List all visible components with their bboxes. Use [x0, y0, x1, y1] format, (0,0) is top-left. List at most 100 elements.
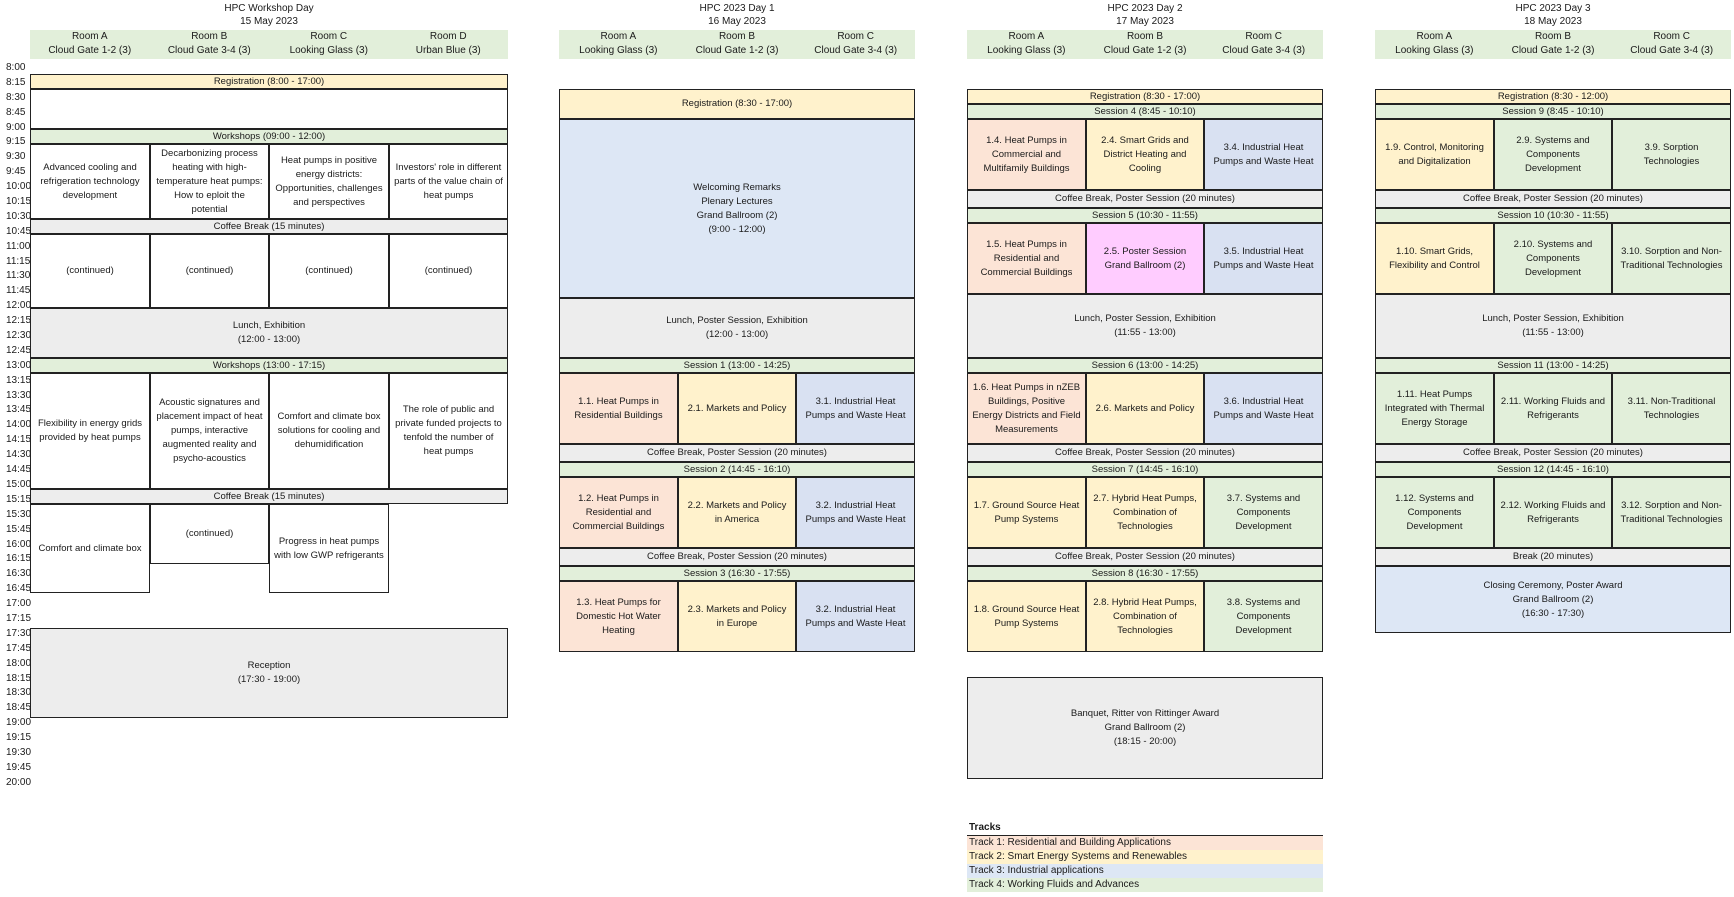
- time-label: 12:45: [6, 344, 32, 356]
- workshops-pm-header: Workshops (13:00 - 17:15): [30, 358, 508, 373]
- workshop-continued: (continued): [30, 234, 150, 308]
- day-header-day3: HPC 2023 Day 3 18 May 2023: [1375, 2, 1731, 28]
- session-3-9: 3.9. Sorption Technologies: [1612, 119, 1731, 190]
- workshop-a2: Flexibility in energy grids provided by …: [30, 373, 150, 489]
- time-label: 15:00: [6, 478, 32, 490]
- banquet-block: Banquet, Ritter von Rittinger Award Gran…: [967, 677, 1323, 779]
- session-1-4: 1.4. Heat Pumps in Commercial and Multif…: [967, 119, 1086, 190]
- session-1-8: 1.8. Ground Source Heat Pump Systems: [967, 581, 1086, 652]
- session-3-8: 3.8. Systems and Components Development: [1204, 581, 1323, 652]
- coffee-break: Coffee Break, Poster Session (20 minutes…: [967, 548, 1323, 566]
- time-label: 13:00: [6, 359, 32, 371]
- session-header: Session 6 (13:00 - 14:25): [967, 358, 1323, 373]
- workshop-continued: (continued): [269, 234, 389, 308]
- time-label: 17:30: [6, 627, 32, 639]
- room-place: Looking Glass (3): [579, 45, 658, 56]
- session-header: Session 1 (13:00 - 14:25): [559, 358, 915, 373]
- room-name: Room B: [191, 31, 228, 42]
- lunch-block: Lunch, Exhibition (12:00 - 13:00): [30, 308, 508, 358]
- workshop-continued: (continued): [389, 234, 508, 308]
- session-header: Session 4 (8:45 - 10:10): [967, 104, 1323, 119]
- session-2-12: 2.12. Working Fluids and Refrigerants: [1494, 477, 1612, 548]
- closing-ceremony-block: Closing Ceremony, Poster Award Grand Bal…: [1375, 566, 1731, 633]
- room-place: Cloud Gate 3-4 (3): [1630, 45, 1714, 56]
- session-header: Session 12 (14:45 - 16:10): [1375, 462, 1731, 477]
- day-header-workshop: HPC Workshop Day 15 May 2023: [30, 2, 508, 28]
- room-name: Room C: [310, 31, 348, 42]
- room-place: Cloud Gate 1-2 (3): [695, 45, 779, 56]
- reception-block: Reception (17:30 - 19:00): [30, 628, 508, 718]
- session-header: Session 8 (16:30 - 17:55): [967, 566, 1323, 581]
- workshop-c1: Heat pumps in positive energy districts:…: [269, 144, 389, 219]
- day-header-day2: HPC 2023 Day 2 17 May 2023: [967, 2, 1323, 28]
- room-name: Room A: [1008, 31, 1045, 42]
- time-label: 13:45: [6, 404, 32, 416]
- coffee-break: Coffee Break, Poster Session (20 minutes…: [559, 444, 915, 462]
- track-2: Track 2: Smart Energy Systems and Renewa…: [967, 850, 1323, 864]
- session-1-1: 1.1. Heat Pumps in Residential Buildings: [559, 373, 678, 444]
- time-label: 17:15: [6, 612, 32, 624]
- session-header: Session 11 (13:00 - 14:25): [1375, 358, 1731, 373]
- session-2-1: 2.1. Markets and Policy: [678, 373, 796, 444]
- room-header: Room A Looking Glass (3): [559, 30, 678, 59]
- time-label: 14:15: [6, 434, 32, 446]
- room-place: Urban Blue (3): [415, 45, 481, 56]
- time-label: 10:30: [6, 210, 32, 222]
- room-name: Room C: [1245, 31, 1283, 42]
- track-1: Track 1: Residential and Building Applic…: [967, 836, 1323, 850]
- room-header: Room C Looking Glass (3): [269, 30, 389, 59]
- time-label: 15:30: [6, 508, 32, 520]
- room-header: Room B Cloud Gate 1-2 (3): [1086, 30, 1205, 59]
- coffee-break: Coffee Break, Poster Session (20 minutes…: [967, 444, 1323, 462]
- time-label: 10:45: [6, 225, 32, 237]
- session-3-3: 3.2. Industrial Heat Pumps and Waste Hea…: [796, 581, 915, 652]
- room-place: Cloud Gate 1-2 (3): [1103, 45, 1187, 56]
- session-3-4: 3.4. Industrial Heat Pumps and Waste Hea…: [1204, 119, 1323, 190]
- track-3: Track 3: Industrial applications: [967, 864, 1323, 878]
- time-label: 16:15: [6, 553, 32, 565]
- workshop-c3: Progress in heat pumps with low GWP refr…: [269, 504, 389, 593]
- room-place: Looking Glass (3): [289, 45, 368, 56]
- room-name: Room B: [1126, 31, 1164, 42]
- registration-block: Registration (8:30 - 12:00): [1375, 89, 1731, 104]
- lunch-block: Lunch, Poster Session, Exhibition (12:00…: [559, 298, 915, 358]
- time-label: 8:30: [6, 91, 26, 103]
- coffee-break: Coffee Break, Poster Session (20 minutes…: [559, 548, 915, 566]
- session-header: Session 7 (14:45 - 16:10): [967, 462, 1323, 477]
- time-label: 12:00: [6, 300, 32, 312]
- time-label: 9:00: [6, 121, 26, 133]
- time-label: 9:30: [6, 151, 26, 163]
- workshop-d1: Investors' role in different parts of th…: [389, 144, 508, 219]
- session-1-7: 1.7. Ground Source Heat Pump Systems: [967, 477, 1086, 548]
- session-3-1: 3.1. Industrial Heat Pumps and Waste Hea…: [796, 373, 915, 444]
- time-label: 11:15: [6, 255, 31, 267]
- room-name: Room A: [1416, 31, 1453, 42]
- workshop-a3: Comfort and climate box: [30, 504, 150, 593]
- day-title: HPC 2023 Day 1: [699, 3, 775, 14]
- time-label: 20:00: [6, 776, 32, 788]
- session-1-3: 1.3. Heat Pumps for Domestic Hot Water H…: [559, 581, 678, 652]
- room-place: Looking Glass (3): [1395, 45, 1474, 56]
- lunch-block: Lunch, Poster Session, Exhibition (11:55…: [1375, 294, 1731, 358]
- coffee-break: Coffee Break, Poster Session (20 minutes…: [1375, 444, 1731, 462]
- workshop-d2: The role of public and private funded pr…: [389, 373, 508, 489]
- time-label: 19:00: [6, 717, 32, 729]
- track-4: Track 4: Working Fluids and Advances: [967, 878, 1323, 892]
- time-label: 18:45: [6, 702, 32, 714]
- time-label: 8:45: [6, 106, 26, 118]
- room-name: Room B: [1534, 31, 1572, 42]
- workshop-continued: (continued): [150, 234, 269, 308]
- room-name: Room C: [837, 31, 875, 42]
- registration-block: Registration (8:30 - 17:00): [559, 89, 915, 119]
- time-label: 8:00: [6, 62, 26, 73]
- lunch-block: Lunch, Poster Session, Exhibition (11:55…: [967, 294, 1323, 358]
- time-label: 11:00: [6, 240, 31, 252]
- workshop-c2: Comfort and climate box solutions for co…: [269, 373, 389, 489]
- room-name: Room A: [600, 31, 637, 42]
